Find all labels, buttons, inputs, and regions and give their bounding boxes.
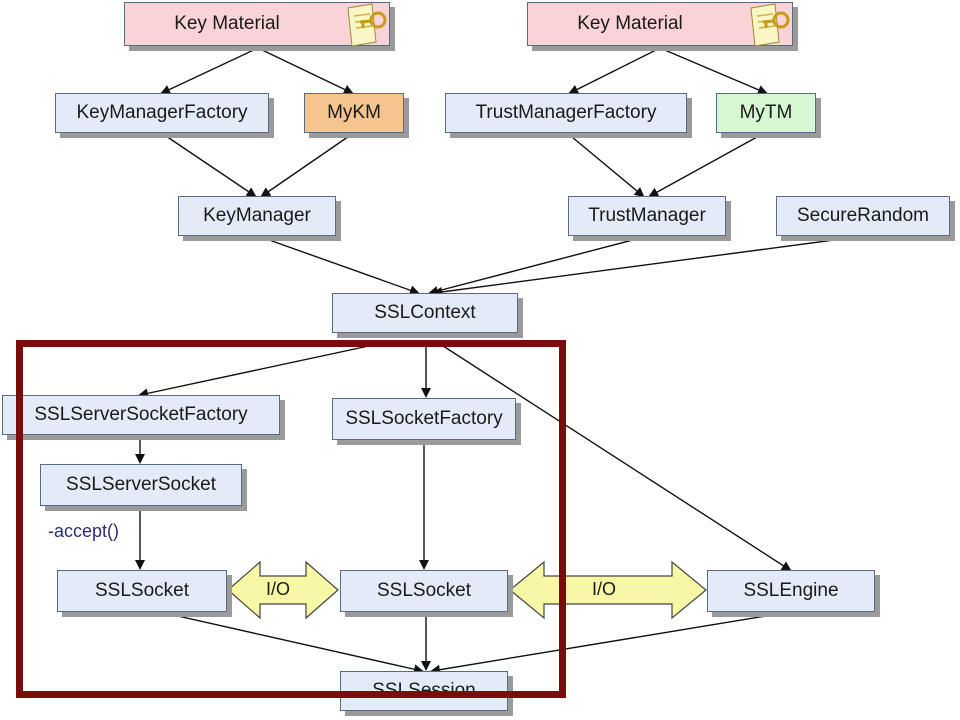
ssl-server-socket-node[interactable]: SSLServerSocket bbox=[40, 464, 242, 506]
ssl-socket-factory-node[interactable]: SSLSocketFactory bbox=[332, 398, 516, 440]
secure-random-label: SecureRandom bbox=[796, 205, 930, 226]
highlight-frame bbox=[16, 340, 566, 698]
edge-kmf-km bbox=[159, 131, 257, 198]
accept-method-label: -accept() bbox=[48, 521, 120, 541]
my-tm-node[interactable]: MyTM bbox=[716, 93, 816, 133]
trust-manager-factory-node[interactable]: TrustManagerFactory bbox=[445, 93, 687, 133]
key-manager-factory-label: KeyManagerFactory bbox=[76, 102, 248, 123]
trust-manager-node[interactable]: TrustManager bbox=[568, 196, 726, 236]
ssl-socket-middle-node[interactable]: SSLSocket bbox=[340, 570, 508, 612]
secure-random-node[interactable]: SecureRandom bbox=[776, 196, 950, 236]
ssl-server-socket-label: SSLServerSocket bbox=[66, 474, 216, 495]
key-material-label-left: Key Material bbox=[174, 13, 280, 34]
key-material-node-left[interactable]: Key Material bbox=[124, 2, 390, 46]
key-material-label-right: Key Material bbox=[577, 13, 683, 34]
edge-km-sslcontext bbox=[257, 235, 420, 296]
edge-keymat-mytm bbox=[659, 47, 768, 95]
edge-tmf-tm bbox=[565, 131, 645, 198]
ssl-socket-left-label: SSLSocket bbox=[95, 580, 189, 601]
ssl-socket-left-node[interactable]: SSLSocket bbox=[57, 570, 227, 612]
ssl-engine-label: SSLEngine bbox=[743, 580, 839, 601]
io-label-left: I/O bbox=[266, 579, 291, 599]
ssl-server-socket-factory-label: SSLServerSocketFactory bbox=[34, 404, 248, 425]
ssl-context-label: SSLContext bbox=[374, 302, 476, 323]
ssl-socket-factory-label: SSLSocketFactory bbox=[345, 408, 503, 429]
edge-keymat-mykm bbox=[257, 47, 354, 95]
my-km-label: MyKM bbox=[327, 102, 381, 123]
my-tm-label: MyTM bbox=[739, 102, 793, 123]
io-arrow-left bbox=[227, 560, 339, 620]
key-manager-node[interactable]: KeyManager bbox=[178, 196, 336, 236]
edge-keymat-tmf bbox=[568, 47, 661, 94]
key-certificate-icon bbox=[347, 3, 387, 47]
edge-mytm-tm bbox=[648, 131, 767, 197]
edge-sslsocket-left-session bbox=[159, 611, 424, 675]
edge-sslcontext-sssf bbox=[138, 343, 379, 399]
key-manager-label: KeyManager bbox=[203, 205, 311, 226]
ssl-context-node[interactable]: SSLContext bbox=[332, 293, 518, 333]
ssl-server-socket-factory-node[interactable]: SSLServerSocketFactory bbox=[2, 395, 280, 435]
edge-sslcontext-sslengine bbox=[439, 343, 792, 572]
my-km-node[interactable]: MyKM bbox=[304, 93, 404, 133]
key-manager-factory-node[interactable]: KeyManagerFactory bbox=[55, 93, 269, 133]
ssl-socket-middle-label: SSLSocket bbox=[377, 580, 471, 601]
edge-keymat-kmf bbox=[160, 47, 259, 95]
key-material-node-right[interactable]: Key Material bbox=[527, 2, 793, 46]
edge-tm-sslcontext bbox=[428, 235, 649, 296]
trust-manager-factory-label: TrustManagerFactory bbox=[475, 102, 657, 123]
edge-securerandom-sslcontext bbox=[432, 235, 865, 297]
ssl-engine-node[interactable]: SSLEngine bbox=[707, 570, 875, 612]
edge-mykm-km bbox=[260, 131, 356, 198]
edge-sslengine-session bbox=[430, 611, 791, 675]
io-label-right: I/O bbox=[592, 579, 617, 599]
trust-manager-label: TrustManager bbox=[588, 205, 706, 226]
key-certificate-icon bbox=[750, 3, 790, 47]
